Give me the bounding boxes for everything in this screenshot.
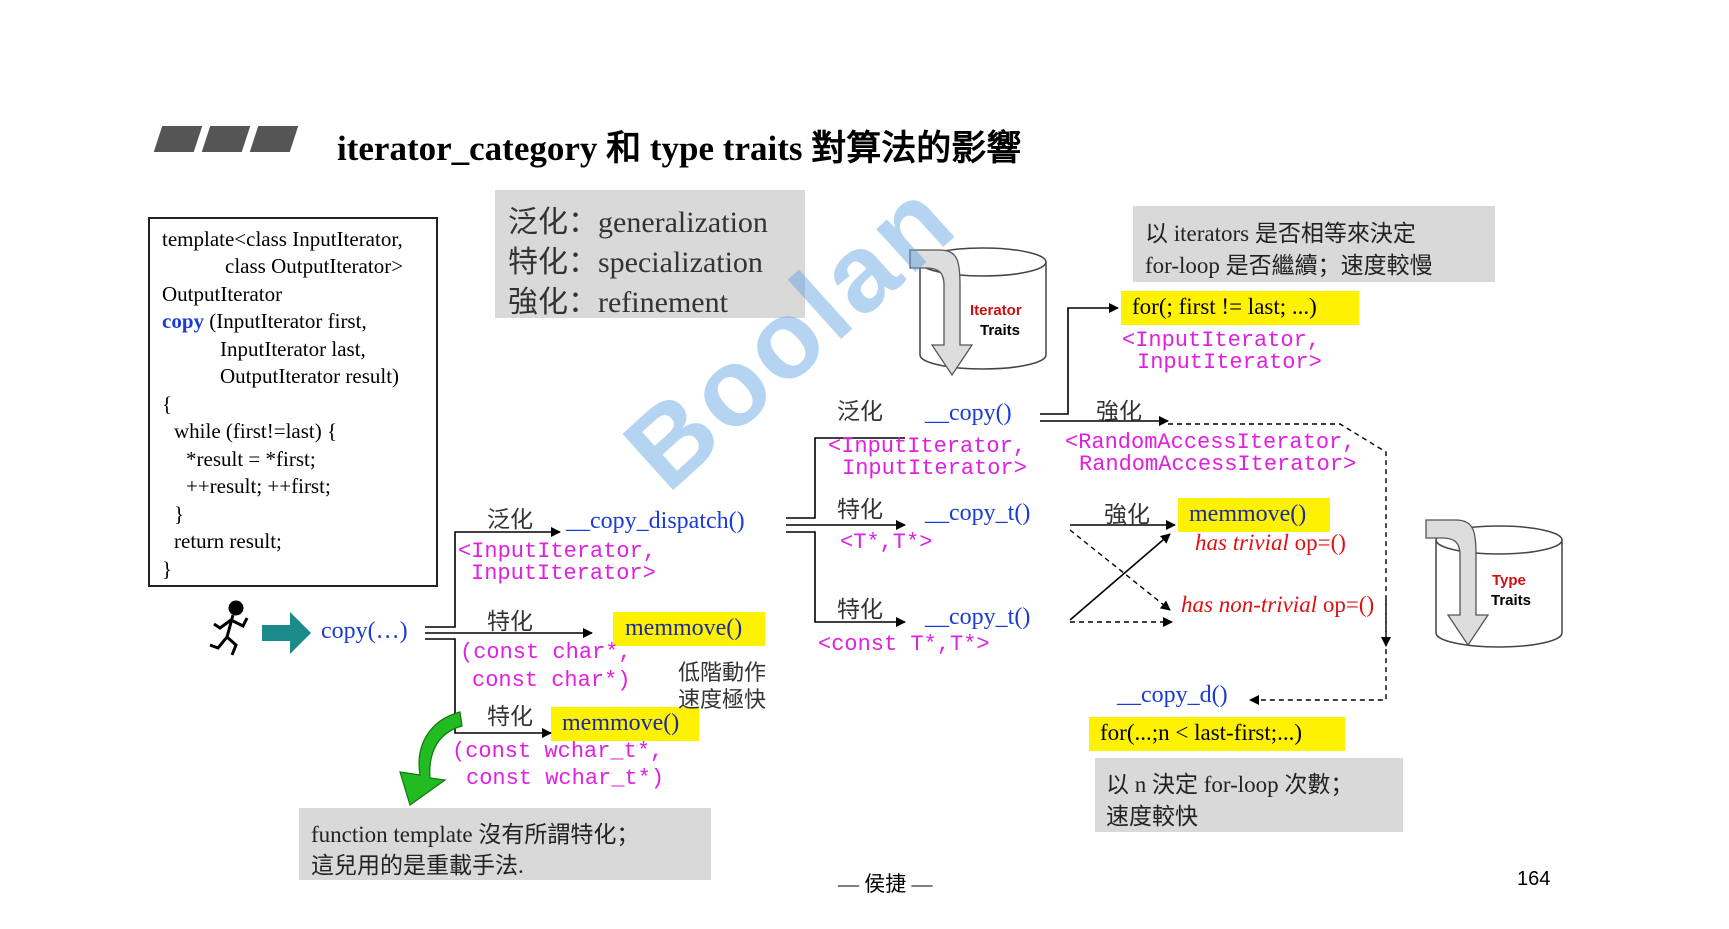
label-refine: 強化 bbox=[1096, 399, 1142, 424]
label-specialize: 特化 bbox=[837, 597, 883, 622]
label-specialize: 特化 bbox=[837, 497, 883, 522]
type-wchar: const wchar_t*) bbox=[466, 766, 665, 791]
loop-iter: for(; first != last; ...) bbox=[1132, 294, 1317, 319]
code-line: OutputIterator result) bbox=[220, 364, 400, 388]
iterator-traits-label: Traits bbox=[980, 322, 1021, 339]
note-line: function template 沒有所謂特化； bbox=[311, 822, 640, 847]
type-ctt: <const T*,T*> bbox=[818, 632, 990, 657]
code-line: ++result; ++first; bbox=[186, 474, 331, 498]
type-input-it: InputIterator> bbox=[471, 561, 656, 586]
type-input-it: InputIterator> bbox=[842, 456, 1027, 481]
fn-copy-t: __copy_t() bbox=[925, 500, 1031, 526]
code-line: class OutputIterator> bbox=[225, 254, 404, 278]
note-n-loop bbox=[1095, 758, 1403, 832]
fn-copy: __copy() bbox=[925, 400, 1012, 426]
fn-copy-call: copy(…) bbox=[321, 618, 408, 644]
type-input-it: <InputIterator, bbox=[458, 539, 657, 564]
type-input-it: <InputIterator, bbox=[1122, 328, 1321, 353]
legend-specialization: 特化：specialization bbox=[508, 246, 763, 279]
note-overload bbox=[299, 808, 711, 880]
highlight-memmove bbox=[613, 612, 765, 646]
type-char: (const char*, bbox=[460, 640, 632, 665]
code-line: } bbox=[174, 502, 185, 526]
iterator-traits-label: Iterator bbox=[970, 302, 1022, 319]
type-rai: <RandomAccessIterator, bbox=[1065, 430, 1356, 455]
type-traits-label: Type bbox=[1492, 572, 1526, 589]
iterator-traits-cylinder bbox=[909, 247, 1047, 377]
note-line: for-loop 是否繼續；速度較慢 bbox=[1145, 253, 1433, 278]
nontrivial-op: has non-trivial op=() bbox=[1181, 592, 1375, 617]
code-line-copy: copy (InputIterator first, bbox=[162, 309, 367, 333]
label-refine: 強化 bbox=[1104, 502, 1150, 527]
legend-generalization: 泛化：generalization bbox=[508, 206, 768, 239]
note-line: 速度較快 bbox=[1106, 804, 1198, 829]
code-line: } bbox=[162, 557, 173, 581]
fn-copy-t: __copy_t() bbox=[925, 604, 1031, 630]
label-generalize: 泛化 bbox=[487, 507, 533, 532]
code-line: InputIterator last, bbox=[220, 337, 366, 361]
type-char: const char*) bbox=[472, 668, 631, 693]
label-specialize: 特化 bbox=[487, 609, 533, 634]
type-traits-label: Traits bbox=[1491, 592, 1532, 609]
legend-refinement: 強化：refinement bbox=[508, 286, 728, 319]
fn-copy-d: __copy_d() bbox=[1117, 682, 1228, 708]
trivial-op: has trivial op=() bbox=[1195, 530, 1346, 555]
note-fast: 速度極快 bbox=[678, 687, 767, 712]
type-rai: RandomAccessIterator> bbox=[1079, 452, 1357, 477]
runner-figure bbox=[209, 600, 249, 656]
type-input-it: <InputIterator, bbox=[828, 434, 1027, 459]
footer-author: — 侯捷 — bbox=[838, 872, 933, 896]
page-number: 164 bbox=[1517, 868, 1551, 890]
highlight-memmove bbox=[1178, 498, 1330, 532]
note-iterator-equality bbox=[1133, 206, 1495, 282]
highlight-memmove bbox=[551, 707, 699, 741]
code-line: return result; bbox=[174, 529, 282, 553]
note-line: 這兒用的是重載手法. bbox=[311, 853, 524, 878]
code-line: template<class InputIterator, bbox=[162, 227, 403, 251]
type-traits-cylinder bbox=[1425, 519, 1563, 648]
note-line: 以 n 決定 for-loop 次數； bbox=[1106, 772, 1354, 797]
note-line: 以 iterators 是否相等來決定 bbox=[1145, 221, 1416, 246]
type-wchar: (const wchar_t*, bbox=[452, 739, 664, 764]
label-generalize: 泛化 bbox=[837, 399, 883, 424]
type-tt: <T*,T*> bbox=[840, 530, 933, 555]
label-specialize: 特化 bbox=[487, 704, 533, 729]
loop-n: for(...;n < last-first;...) bbox=[1100, 720, 1303, 745]
type-input-it: InputIterator> bbox=[1137, 350, 1322, 375]
note-low-level: 低階動作 bbox=[678, 660, 767, 685]
code-line: *result = *first; bbox=[186, 447, 316, 471]
highlight-for-iter bbox=[1121, 291, 1359, 325]
fn-copy-dispatch: __copy_dispatch() bbox=[566, 508, 745, 534]
highlight-for-n bbox=[1089, 717, 1345, 751]
code-line: OutputIterator bbox=[162, 282, 283, 306]
code-line: { bbox=[162, 392, 173, 416]
fn-memmove: memmove() bbox=[625, 615, 743, 641]
code-line: while (first!=last) { bbox=[174, 419, 338, 443]
code-box bbox=[148, 217, 438, 587]
fn-memmove: memmove() bbox=[562, 710, 680, 736]
fn-memmove: memmove() bbox=[1189, 501, 1307, 527]
legend-box bbox=[495, 190, 805, 318]
page-title: iterator_category 和 type traits 對算法的影響 bbox=[337, 129, 1022, 168]
